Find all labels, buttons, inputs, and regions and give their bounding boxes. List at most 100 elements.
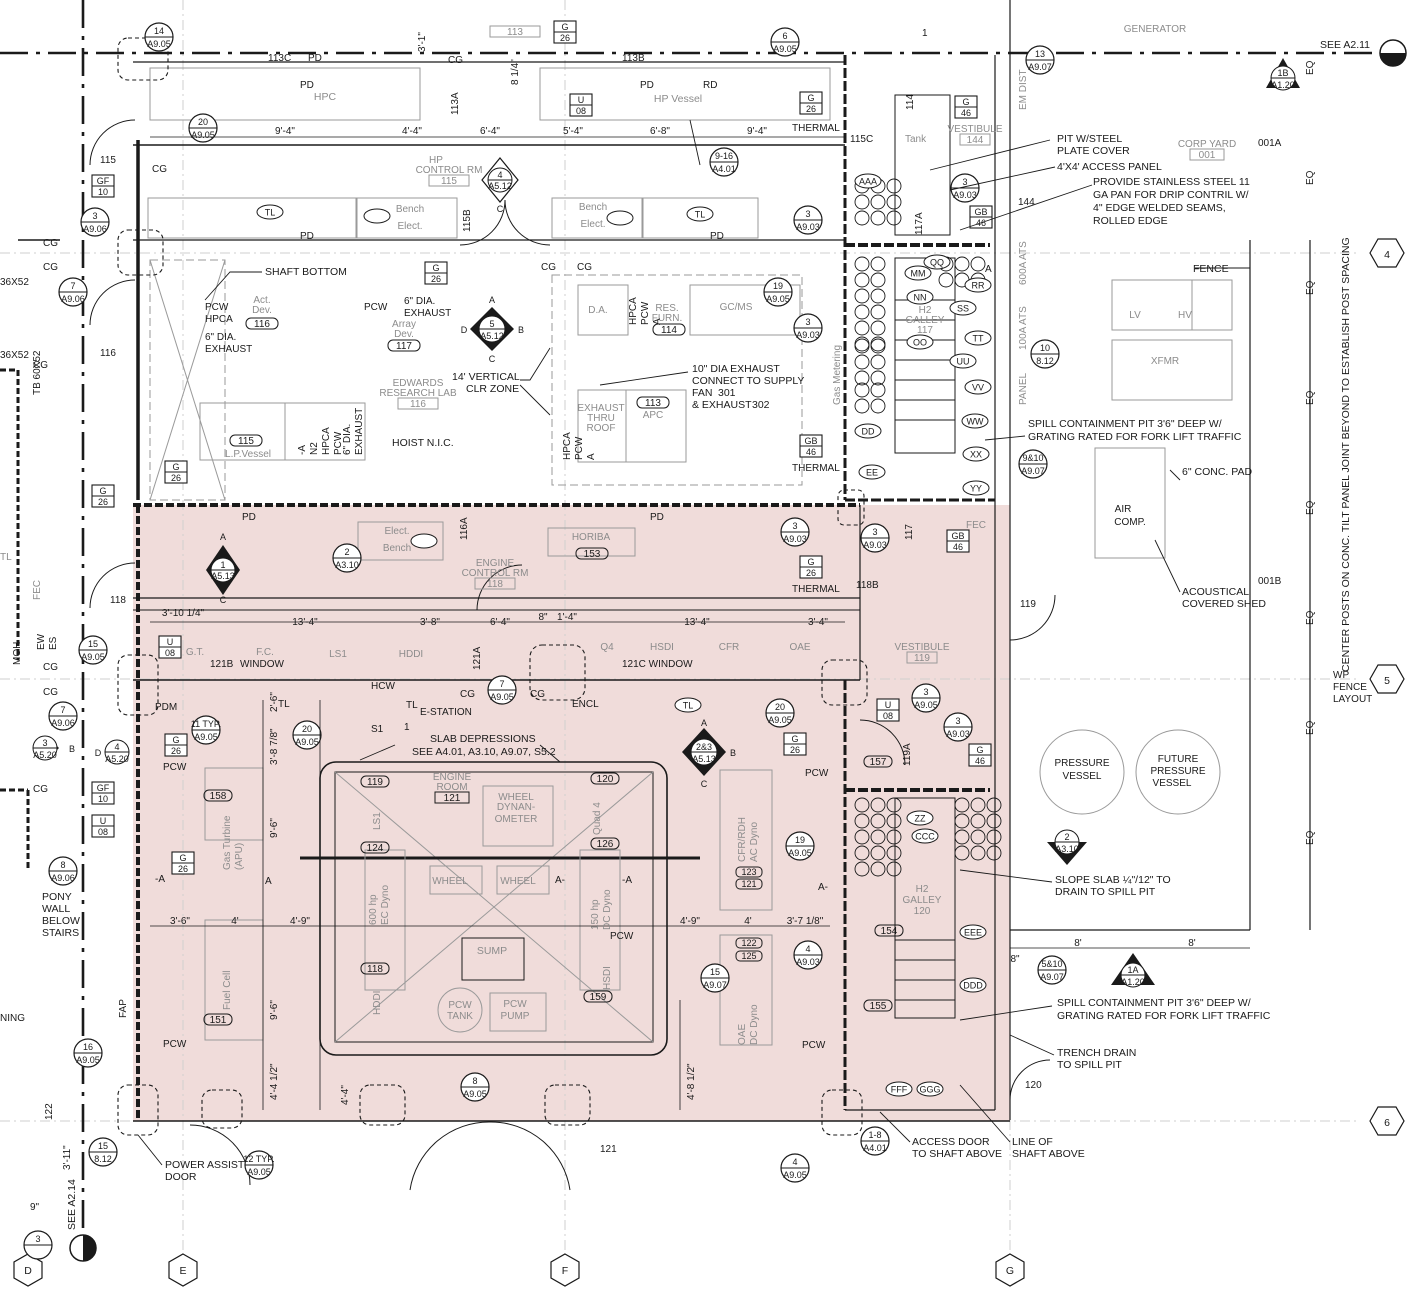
svg-text:A9.03: A9.03 xyxy=(863,540,887,550)
oval-tag-aaa: AAA xyxy=(854,173,882,189)
svg-text:C: C xyxy=(489,354,496,364)
svg-text:TO SPILL PIT: TO SPILL PIT xyxy=(1057,1059,1122,1071)
svg-text:001B: 001B xyxy=(1258,576,1282,587)
oval-tag-mm: MM xyxy=(904,265,932,281)
svg-text:A: A xyxy=(652,318,663,325)
svg-text:PD: PD xyxy=(640,80,654,91)
oval-tag-yy: YY xyxy=(962,480,990,496)
oval-tag-tw xyxy=(363,208,391,224)
svg-text:EXHAUST: EXHAUST xyxy=(577,403,624,414)
svg-text:5&10: 5&10 xyxy=(1041,959,1062,969)
svg-text:15: 15 xyxy=(710,967,720,977)
svg-text:19: 19 xyxy=(795,835,805,845)
svg-text:CONTROL RM: CONTROL RM xyxy=(462,568,529,579)
svg-text:F: F xyxy=(562,1265,568,1277)
callout-c4a: 4A9.03 xyxy=(793,940,823,970)
svg-text:FEC: FEC xyxy=(32,580,43,600)
svg-text:EE: EE xyxy=(866,468,878,478)
svg-text:3: 3 xyxy=(805,317,810,327)
svg-text:PCW: PCW xyxy=(503,999,527,1010)
svg-text:ROOF: ROOF xyxy=(587,423,616,434)
callout-c3d: 3A9.03 xyxy=(793,313,823,343)
svg-text:001: 001 xyxy=(1199,150,1216,161)
svg-text:A5.13: A5.13 xyxy=(692,754,716,764)
svg-text:PCW: PCW xyxy=(163,1039,187,1050)
svg-text:A9.05: A9.05 xyxy=(463,1089,487,1099)
svg-text:STAIRS: STAIRS xyxy=(42,927,79,939)
svg-text:CLR ZONE: CLR ZONE xyxy=(466,383,519,395)
tag-u-n08: U08 xyxy=(876,698,900,722)
svg-text:8.12: 8.12 xyxy=(1036,356,1054,366)
svg-text:PCW: PCW xyxy=(205,302,229,313)
dimension-texts: 9'-4" 4'-4" 6'-4" 5'-4" 6'-8" 9'-4" 3'-1… xyxy=(30,32,1196,1213)
svg-text:F.C.: F.C. xyxy=(256,647,274,658)
svg-text:RES.: RES. xyxy=(655,303,678,314)
svg-text:VESTIBULE: VESTIBULE xyxy=(894,642,949,653)
svg-text:CG: CG xyxy=(43,662,58,673)
svg-text:3: 3 xyxy=(92,211,97,221)
svg-text:Array: Array xyxy=(392,319,416,330)
oval-tag-ccc: CCC xyxy=(911,828,939,844)
svg-text:CG: CG xyxy=(577,262,592,273)
svg-text:SPILL CONTAINMENT PIT 3'6" DEE: SPILL CONTAINMENT PIT 3'6" DEEP W/ xyxy=(1028,418,1222,430)
svg-text:THERMAL: THERMAL xyxy=(792,463,840,474)
svg-text:CG: CG xyxy=(33,360,48,371)
elevation-marker-1a: 1A A1.20 xyxy=(1111,953,1155,988)
svg-text:PCW: PCW xyxy=(333,431,344,455)
svg-text:(APU): (APU) xyxy=(234,843,245,870)
svg-text:08: 08 xyxy=(165,648,175,658)
svg-text:115: 115 xyxy=(441,176,457,187)
svg-text:APC: APC xyxy=(643,410,664,421)
svg-text:ZZ: ZZ xyxy=(915,814,926,824)
svg-text:FENCE: FENCE xyxy=(1193,263,1229,275)
tag-g-n26: G26 xyxy=(164,733,188,757)
svg-text:3'-4": 3'-4" xyxy=(808,617,828,628)
svg-text:115C: 115C xyxy=(850,134,873,145)
svg-text:SEE A4.01, A3.10, A9.07, S5.2: SEE A4.01, A3.10, A9.07, S5.2 xyxy=(412,746,556,758)
section-marker-3-a520: 3 A5.20 B xyxy=(32,735,75,761)
svg-text:3'-7 1/8": 3'-7 1/8" xyxy=(787,916,824,927)
svg-text:TB 60X52: TB 60X52 xyxy=(32,350,43,395)
svg-text:A: A xyxy=(586,453,597,460)
svg-text:E-STATION: E-STATION xyxy=(420,707,472,718)
oval-tag-eee: EEE xyxy=(959,924,987,940)
svg-text:6" DIA.: 6" DIA. xyxy=(404,296,435,307)
svg-text:11 TYP.: 11 TYP. xyxy=(191,719,222,729)
svg-text:144: 144 xyxy=(967,135,984,146)
doors xyxy=(89,119,1056,1191)
svg-text:CG: CG xyxy=(530,689,545,700)
callout-c4b: 4A9.05 xyxy=(780,1153,810,1183)
svg-text:G: G xyxy=(807,93,814,103)
svg-text:15: 15 xyxy=(98,1141,108,1151)
oval-tag-rr: RR xyxy=(964,277,992,293)
svg-text:ACOUSTICAL: ACOUSTICAL xyxy=(1182,586,1249,598)
equipment-tags: G26G26G26G26G26G26G26G26U08U08U08U08GB46… xyxy=(91,20,993,875)
svg-text:13'-4": 13'-4" xyxy=(684,617,710,628)
svg-text:RD: RD xyxy=(703,80,717,91)
svg-text:A4.01: A4.01 xyxy=(712,164,736,174)
svg-text:10" DIA EXHAUST: 10" DIA EXHAUST xyxy=(692,363,780,375)
svg-text:A9.03: A9.03 xyxy=(783,534,807,544)
svg-text:3'-1": 3'-1" xyxy=(417,32,428,52)
svg-text:HPCA: HPCA xyxy=(628,297,639,325)
svg-text:Elect.: Elect. xyxy=(580,219,605,230)
elevation-marker-1b: 1B A1.20 xyxy=(1266,58,1300,91)
svg-text:HPCA: HPCA xyxy=(562,432,573,460)
svg-text:A9.05: A9.05 xyxy=(788,848,812,858)
svg-text:PCW: PCW xyxy=(640,301,651,325)
svg-text:6" CONC. PAD: 6" CONC. PAD xyxy=(1182,466,1252,478)
svg-text:G: G xyxy=(179,853,186,863)
svg-text:PD: PD xyxy=(710,231,724,242)
svg-text:THERMAL: THERMAL xyxy=(792,123,840,134)
svg-text:XX: XX xyxy=(970,450,982,460)
svg-text:H2: H2 xyxy=(916,884,929,895)
svg-text:A4.01: A4.01 xyxy=(863,1143,887,1153)
svg-text:5'-4": 5'-4" xyxy=(563,126,583,137)
svg-text:117A: 117A xyxy=(914,212,925,235)
svg-text:MM: MM xyxy=(911,269,926,279)
svg-text:C: C xyxy=(701,779,708,789)
